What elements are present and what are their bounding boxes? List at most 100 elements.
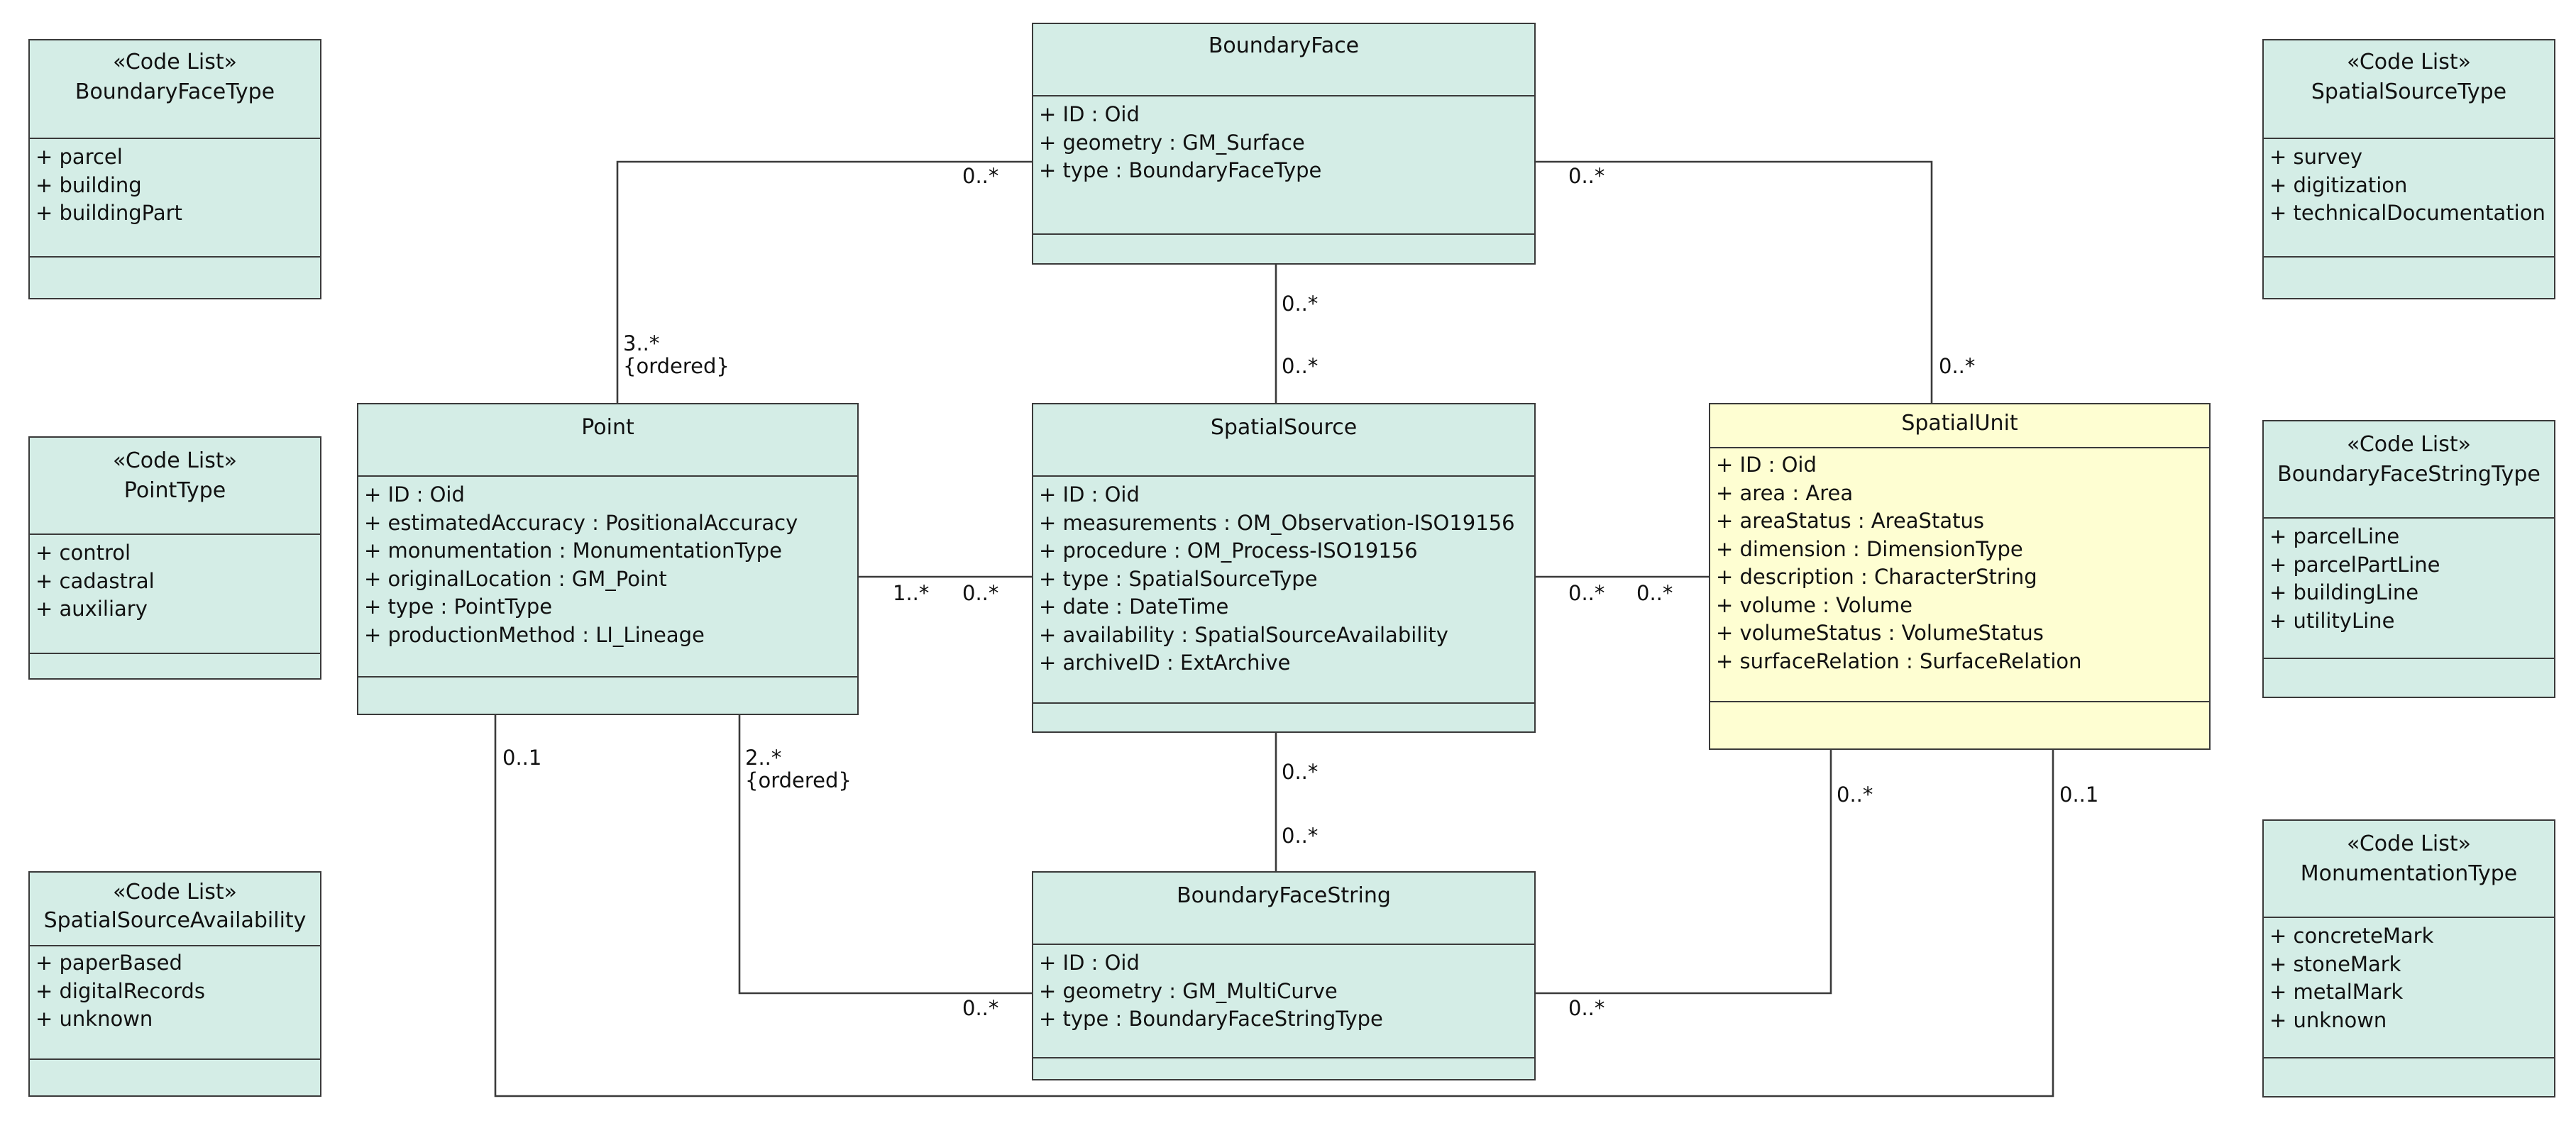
assoc-line-point-boundaryface bbox=[616, 160, 1032, 403]
codelist-name: MonumentationType bbox=[2300, 861, 2518, 886]
codelist-value: + digitalRecords bbox=[35, 978, 205, 1003]
multiplicity-label: 0..* bbox=[1636, 581, 1673, 605]
class-spatial-unit[interactable]: SpatialUnit + ID : Oid + area : Area + a… bbox=[1709, 403, 2211, 750]
attribute: + area : Area bbox=[1716, 480, 1854, 505]
codelist-name: BoundaryFaceStringType bbox=[2277, 462, 2541, 487]
codelist-value: + building bbox=[35, 172, 142, 197]
codelist-value: + unknown bbox=[2269, 1007, 2387, 1032]
codelist-value: + paperBased bbox=[35, 951, 182, 975]
attribute: + volume : Volume bbox=[1716, 592, 1913, 617]
codelist-value: + parcelLine bbox=[2269, 524, 2400, 548]
class-name: Point bbox=[581, 415, 634, 440]
codelist-name: SpatialSourceType bbox=[2311, 79, 2507, 104]
attribute: + description : CharacterString bbox=[1716, 565, 2037, 589]
multiplicity-label: 0..* bbox=[1282, 354, 1319, 378]
attribute: + dimension : DimensionType bbox=[1716, 536, 2023, 561]
multiplicity-label: 0..* bbox=[1568, 581, 1605, 605]
stereotype-label: «Code List» bbox=[113, 448, 237, 473]
attribute: + date : DateTime bbox=[1039, 595, 1229, 619]
multiplicity-label: 0..* bbox=[1939, 354, 1976, 378]
codelist-point-type[interactable]: «Code List» PointType + control + cadast… bbox=[28, 436, 321, 680]
codelist-value: + digitization bbox=[2269, 172, 2408, 197]
codelist-value: + concreteMark bbox=[2269, 924, 2434, 948]
codelist-boundary-face-type[interactable]: «Code List» BoundaryFaceType + parcel + … bbox=[28, 39, 321, 299]
stereotype-label: «Code List» bbox=[2347, 831, 2471, 856]
codelist-value: + buildingLine bbox=[2269, 580, 2419, 604]
multiplicity-label: 2..* bbox=[745, 746, 782, 770]
attribute: + ID : Oid bbox=[1716, 453, 1817, 477]
codelist-value: + metalMark bbox=[2269, 980, 2404, 1004]
multiplicity-label: 0..* bbox=[962, 996, 999, 1020]
attribute: + procedure : OM_Process-ISO19156 bbox=[1039, 538, 1418, 563]
multiplicity-label: 0..1 bbox=[2059, 783, 2099, 807]
attribute: + volumeStatus : VolumeStatus bbox=[1716, 621, 2044, 645]
class-name: BoundaryFace bbox=[1208, 33, 1360, 58]
assoc-line-boundaryface-spatialunit bbox=[1536, 160, 1933, 403]
class-name: BoundaryFaceString bbox=[1177, 883, 1391, 908]
attribute: + areaStatus : AreaStatus bbox=[1716, 509, 1984, 533]
codelist-value: + auxiliary bbox=[35, 597, 148, 621]
codelist-name: BoundaryFaceType bbox=[75, 79, 275, 104]
codelist-name: PointType bbox=[123, 478, 226, 503]
codelist-value: + unknown bbox=[35, 1007, 153, 1031]
stereotype-label: «Code List» bbox=[113, 880, 237, 905]
codelist-value: + utilityLine bbox=[2269, 608, 2395, 633]
multiplicity-label: 0..* bbox=[962, 164, 999, 188]
multiplicity-label: 0..* bbox=[1282, 292, 1319, 316]
codelist-boundary-face-string-type[interactable]: «Code List» BoundaryFaceStringType + par… bbox=[2262, 420, 2555, 698]
codelist-name: SpatialSourceAvailability bbox=[43, 908, 307, 933]
attribute: + surfaceRelation : SurfaceRelation bbox=[1716, 648, 2082, 673]
class-point[interactable]: Point + ID : Oid + estimatedAccuracy : P… bbox=[357, 403, 859, 715]
class-name: SpatialUnit bbox=[1901, 411, 2018, 436]
attribute: + measurements : OM_Observation-ISO19156 bbox=[1039, 510, 1515, 535]
attribute: + type : BoundaryFaceType bbox=[1039, 158, 1322, 182]
codelist-spatial-source-availability[interactable]: «Code List» SpatialSourceAvailability + … bbox=[28, 871, 321, 1097]
attribute: + type : PointType bbox=[364, 595, 553, 619]
attribute: + productionMethod : LI_Lineage bbox=[364, 622, 705, 647]
stereotype-label: «Code List» bbox=[113, 50, 237, 74]
multiplicity-label: 0..1 bbox=[502, 746, 542, 770]
multiplicity-label: 0..* bbox=[1568, 996, 1605, 1020]
assoc-line-point-boundaryfacestring bbox=[738, 715, 1032, 995]
multiplicity-label: 0..* bbox=[1568, 164, 1605, 188]
attribute: + ID : Oid bbox=[1039, 951, 1140, 975]
codelist-value: + technicalDocumentation bbox=[2269, 201, 2545, 225]
attribute: + archiveID : ExtArchive bbox=[1039, 651, 1291, 675]
codelist-monumentation-type[interactable]: «Code List» MonumentationType + concrete… bbox=[2262, 819, 2555, 1097]
codelist-spatial-source-type[interactable]: «Code List» SpatialSourceType + survey +… bbox=[2262, 39, 2555, 299]
multiplicity-label: 0..* bbox=[1837, 783, 1873, 807]
attribute: + ID : Oid bbox=[1039, 102, 1140, 126]
constraint-label: {ordered} bbox=[745, 768, 852, 792]
multiplicity-label: 0..* bbox=[1282, 760, 1319, 784]
multiplicity-label: 0..* bbox=[962, 581, 999, 605]
assoc-line-spatialunit-boundaryfacestring bbox=[1536, 750, 1832, 995]
class-boundary-face-string[interactable]: BoundaryFaceString + ID : Oid + geometry… bbox=[1032, 871, 1536, 1080]
attribute: + ID : Oid bbox=[1039, 482, 1140, 507]
attribute: + ID : Oid bbox=[364, 482, 465, 507]
codelist-value: + cadastral bbox=[35, 568, 155, 593]
multiplicity-label: 0..* bbox=[1282, 824, 1319, 848]
attribute: + type : SpatialSourceType bbox=[1039, 566, 1318, 591]
codelist-value: + parcel bbox=[35, 145, 123, 169]
codelist-value: + buildingPart bbox=[35, 201, 182, 225]
multiplicity-label: 3..* bbox=[623, 331, 660, 355]
stereotype-label: «Code List» bbox=[2347, 432, 2471, 457]
multiplicity-label: 1..* bbox=[893, 581, 930, 605]
attribute: + originalLocation : GM_Point bbox=[364, 566, 667, 591]
attribute: + monumentation : MonumentationType bbox=[364, 538, 782, 563]
assoc-line-point-spatialunit bbox=[494, 715, 2054, 1097]
codelist-value: + parcelPartLine bbox=[2269, 552, 2440, 577]
attribute: + geometry : GM_Surface bbox=[1039, 130, 1305, 155]
constraint-label: {ordered} bbox=[623, 354, 730, 378]
codelist-value: + control bbox=[35, 541, 131, 565]
attribute: + geometry : GM_MultiCurve bbox=[1039, 978, 1338, 1003]
class-name: SpatialSource bbox=[1210, 415, 1358, 440]
attribute: + availability : SpatialSourceAvailabili… bbox=[1039, 622, 1448, 647]
attribute: + type : BoundaryFaceStringType bbox=[1039, 1007, 1383, 1031]
class-boundary-face[interactable]: BoundaryFace + ID : Oid + geometry : GM_… bbox=[1032, 23, 1536, 265]
codelist-value: + stoneMark bbox=[2269, 951, 2401, 976]
codelist-value: + survey bbox=[2269, 145, 2363, 169]
class-spatial-source[interactable]: SpatialSource + ID : Oid + measurements … bbox=[1032, 403, 1536, 733]
attribute: + estimatedAccuracy : PositionalAccuracy bbox=[364, 510, 798, 535]
